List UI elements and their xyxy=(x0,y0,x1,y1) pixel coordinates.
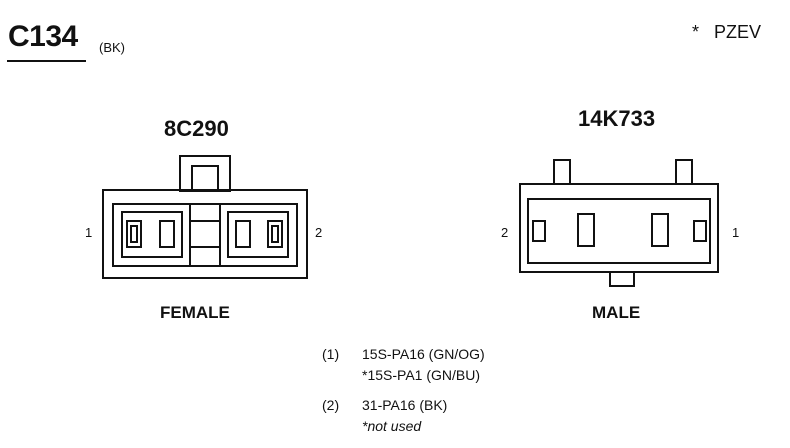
male-blade-right xyxy=(651,213,669,247)
right-connector-part-number: 14K733 xyxy=(578,106,656,131)
right-connector-pin-2-label: 2 xyxy=(501,225,509,240)
female-cavity-right xyxy=(227,211,289,258)
female-connector-drawing xyxy=(102,155,308,279)
circuit-row-1: (1) 15S-PA16 (GN/OG) xyxy=(322,344,485,365)
circuit-row-2: (2) 31-PA16 (BK) xyxy=(322,395,485,416)
female-cavity-left xyxy=(121,211,183,258)
male-blade-left xyxy=(577,213,595,247)
male-outer-housing xyxy=(519,183,719,273)
pzev-note: * PZEV xyxy=(692,22,762,42)
male-terminal-1 xyxy=(693,220,707,242)
male-top-lock-right xyxy=(675,159,693,185)
male-bottom-key xyxy=(609,271,635,287)
female-terminal-1 xyxy=(126,220,142,248)
female-terminal-2b xyxy=(235,220,251,248)
male-inner-housing xyxy=(527,198,711,264)
left-connector-pin-2-label: 2 xyxy=(315,225,323,240)
circuit-list: (1) 15S-PA16 (GN/OG) *15S-PA1 (GN/BU) (2… xyxy=(322,344,485,437)
connector-color-code: (BK) xyxy=(99,40,125,55)
circuit-pin-2: (2) xyxy=(322,397,340,413)
female-latch-inner xyxy=(191,165,219,191)
right-connector-gender: MALE xyxy=(592,303,641,322)
circuit-pin-1: (1) xyxy=(322,346,340,362)
title-underline xyxy=(7,60,86,62)
female-terminal-1b xyxy=(159,220,175,248)
left-connector-pin-1-label: 1 xyxy=(85,225,93,240)
female-outer-housing xyxy=(102,189,308,279)
connector-title: C134 xyxy=(8,20,78,53)
circuit-2-pzev-alternate: *not used xyxy=(362,418,422,434)
circuit-1-value: 15S-PA16 (GN/OG) xyxy=(362,346,485,362)
male-top-lock-left xyxy=(553,159,571,185)
left-connector-part-number: 8C290 xyxy=(164,116,229,141)
male-terminal-2 xyxy=(532,220,546,242)
circuit-2-value: 31-PA16 (BK) xyxy=(362,397,448,413)
male-connector-drawing xyxy=(519,159,719,287)
female-latch xyxy=(179,155,231,192)
female-inner-housing xyxy=(112,203,298,267)
left-connector-gender: FEMALE xyxy=(160,303,230,322)
right-connector-pin-1-label: 1 xyxy=(732,225,740,240)
female-terminal-2 xyxy=(267,220,283,248)
circuit-1-pzev-alternate: *15S-PA1 (GN/BU) xyxy=(362,367,480,383)
